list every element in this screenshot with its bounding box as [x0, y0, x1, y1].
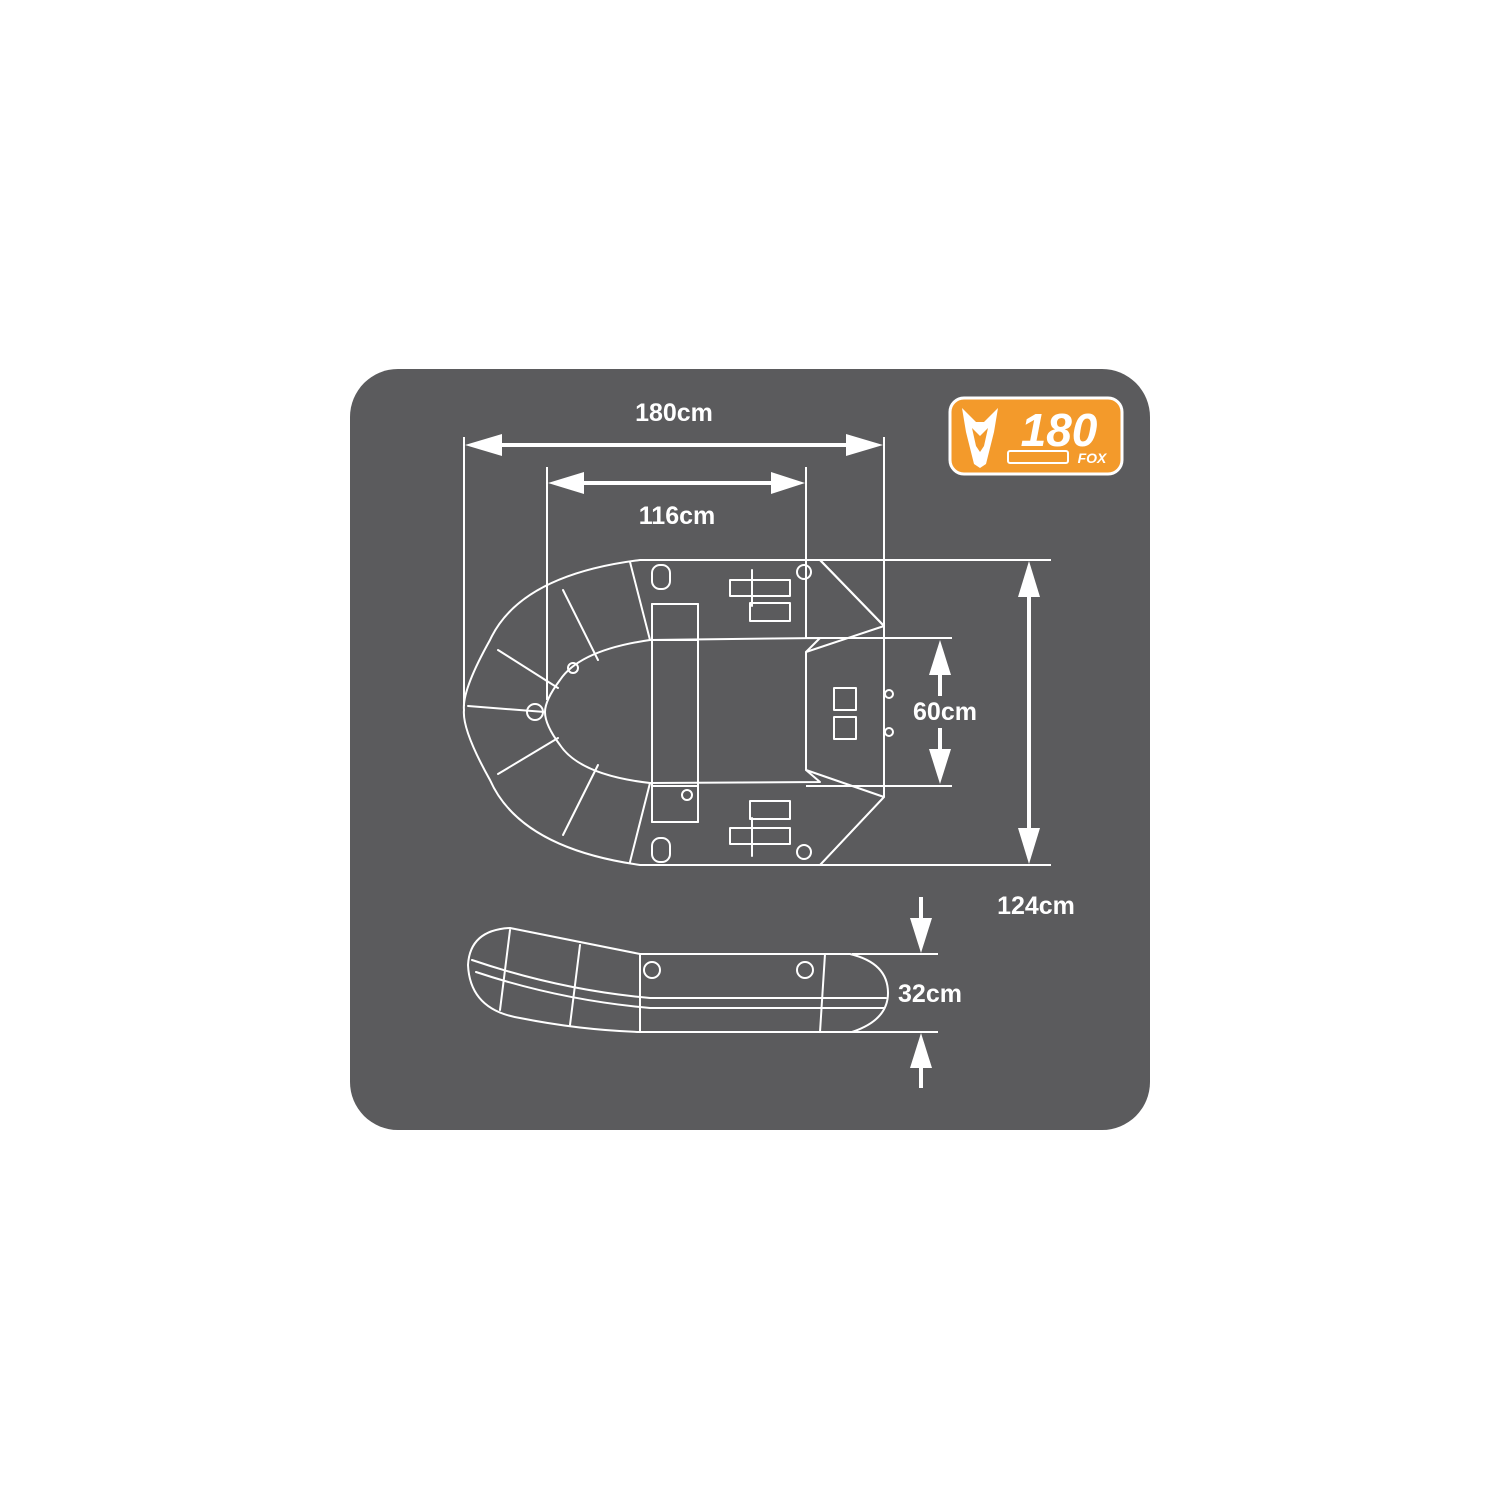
label-overall-length: 180cm	[635, 399, 713, 427]
dimension-overall-width	[820, 559, 1051, 866]
label-overall-width: 124cm	[997, 892, 1075, 920]
model-logo-badge: 180 FOX	[948, 396, 1124, 476]
logo-brand: FOX	[1078, 450, 1108, 466]
dimension-overall-length	[463, 434, 885, 706]
fox-head-icon	[962, 408, 998, 468]
dimension-inner-width	[806, 637, 952, 787]
dimension-tube-height	[852, 897, 938, 1088]
logo-model-number: 180	[1021, 404, 1098, 456]
label-tube-height: 32cm	[898, 980, 962, 1008]
boat-side-view	[467, 927, 889, 1033]
boat-top-view	[462, 559, 894, 866]
label-inner-length: 116cm	[639, 502, 715, 530]
dimension-inner-length	[546, 467, 807, 700]
label-inner-width: 60cm	[913, 698, 977, 726]
